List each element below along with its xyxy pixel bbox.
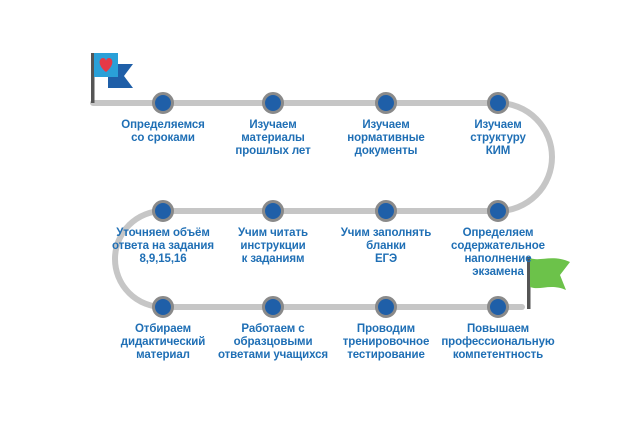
- step-nodes: [152, 92, 509, 318]
- step-label-4: Изучаем структуру КИМ: [470, 119, 526, 157]
- step-label-12: Повышаем профессиональную компетентность: [441, 323, 555, 361]
- step-node-12: [487, 296, 509, 318]
- step-node-4: [487, 92, 509, 114]
- finish-flag-pole: [527, 257, 531, 309]
- finish-flag-icon: [527, 257, 570, 309]
- step-node-9: [152, 296, 174, 318]
- heart-icon: [99, 58, 113, 72]
- step-node-5: [152, 200, 174, 222]
- step-node-7: [375, 200, 397, 222]
- step-label-9: Отбираем дидактический материал: [120, 323, 206, 361]
- start-flag-heart-icon: [91, 53, 133, 103]
- step-node-2: [262, 92, 284, 114]
- step-label-1: Определяемся со сроками: [121, 119, 205, 144]
- step-label-11: Проводим тренировочное тестирование: [342, 323, 430, 361]
- step-node-3: [375, 92, 397, 114]
- finish-flag-body: [530, 258, 570, 290]
- step-node-6: [262, 200, 284, 222]
- step-label-2: Изучаем материалы прошлых лет: [235, 119, 311, 157]
- step-node-11: [375, 296, 397, 318]
- step-node-10: [262, 296, 284, 318]
- step-label-5: Уточняем объём ответа на задания 8,9,15,…: [112, 227, 214, 265]
- step-label-7: Учим заполнять бланки ЕГЭ: [340, 227, 432, 265]
- step-node-1: [152, 92, 174, 114]
- step-label-8: Определяем содержательное наполнение экз…: [451, 227, 545, 278]
- start-flag-pole: [91, 53, 95, 103]
- step-label-3: Изучаем нормативные документы: [347, 119, 425, 157]
- step-node-8: [487, 200, 509, 222]
- step-label-10: Работаем с образцовыми ответами учащихся: [217, 323, 329, 361]
- step-label-6: Учим читать инструкции к заданиям: [238, 227, 308, 265]
